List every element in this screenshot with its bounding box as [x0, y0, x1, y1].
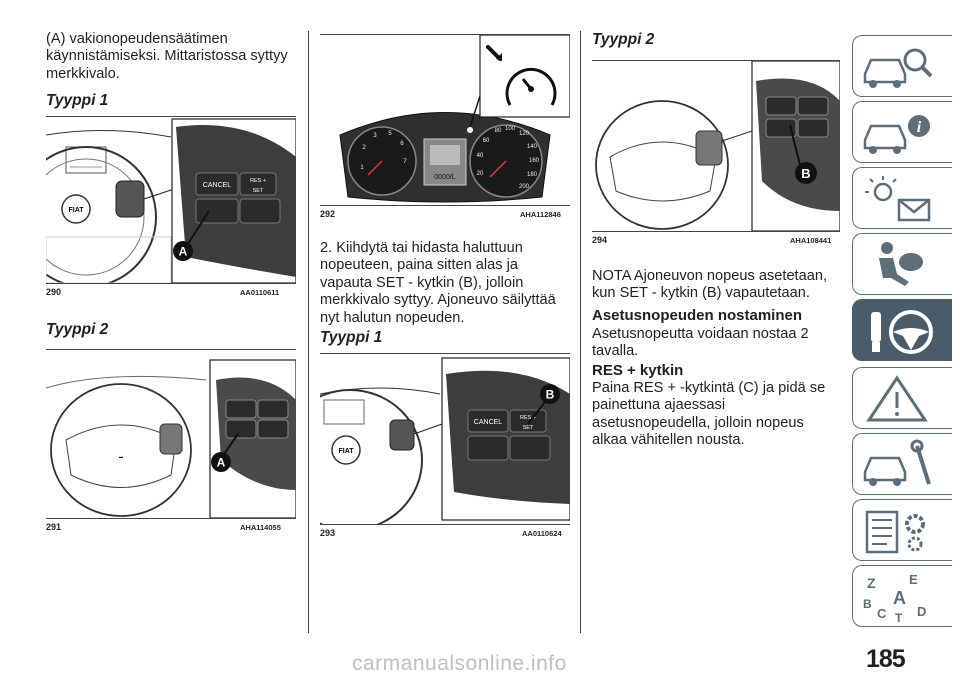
- svg-text:120: 120: [519, 131, 530, 137]
- callout-b: B: [801, 166, 810, 181]
- svg-text:160: 160: [529, 158, 540, 164]
- cancel-label: CANCEL: [474, 419, 503, 426]
- column-divider: [308, 31, 309, 633]
- tab-car-info[interactable]: i: [852, 101, 952, 163]
- figure-290: FIAT CANCEL RES + SET A: [46, 117, 296, 283]
- alphabet-index-icon: Z E A B C T D: [863, 572, 926, 624]
- steering-key-icon: [871, 310, 933, 354]
- heading-res: RES + kytkin: [592, 362, 684, 379]
- fiat-logo: FIAT: [68, 207, 84, 214]
- heading-increase: Asetusnopeuden nostaminen: [592, 307, 803, 324]
- figure-code: AHA108441: [790, 236, 832, 245]
- car-search-icon: [863, 48, 933, 88]
- svg-text:1: 1: [360, 165, 364, 171]
- svg-text:140: 140: [527, 144, 538, 150]
- res-label: RES +: [520, 415, 536, 421]
- res-label: RES +: [250, 178, 266, 184]
- odometer: 0000/L: [434, 174, 456, 181]
- heading-type2: Tyyppi 2: [46, 321, 109, 338]
- divider: [320, 34, 570, 35]
- divider: [46, 116, 296, 117]
- car-info-icon: i: [863, 115, 930, 154]
- tab-specs[interactable]: [852, 499, 952, 561]
- figure-291: ▬ A: [46, 350, 296, 518]
- fiat-logo: FIAT: [338, 448, 354, 455]
- index-letter: D: [917, 604, 926, 619]
- car-tools-icon: [863, 439, 931, 486]
- tab-airbag[interactable]: [852, 233, 952, 295]
- figure-number: 291: [46, 522, 62, 532]
- watermark: carmanualsonline.info: [352, 652, 567, 675]
- callout-b: B: [546, 388, 555, 402]
- figure-number: 292: [320, 209, 336, 219]
- tab-car-search[interactable]: [852, 35, 952, 97]
- figure-code: AA0110624: [522, 529, 562, 538]
- divider: [320, 353, 570, 354]
- svg-text:▬: ▬: [119, 454, 123, 459]
- airbag-icon: [879, 242, 923, 286]
- heading-type1: Tyyppi 1: [46, 92, 109, 109]
- index-letter: Z: [867, 575, 876, 591]
- heading-type2: Tyyppi 2: [592, 31, 655, 48]
- tab-car-tools[interactable]: [852, 433, 952, 495]
- svg-text:3: 3: [373, 133, 377, 139]
- page-number: 185: [866, 645, 906, 673]
- index-letter: C: [877, 606, 887, 621]
- tab-steering-key[interactable]: [852, 299, 952, 361]
- figure-code: AHA112846: [520, 210, 561, 219]
- svg-text:200: 200: [519, 184, 530, 190]
- figure-293: FIAT CANCEL RES + SET B: [320, 354, 570, 524]
- svg-text:6: 6: [400, 141, 404, 147]
- svg-text:5: 5: [388, 131, 392, 137]
- svg-text:180: 180: [527, 172, 538, 178]
- column-divider: [580, 31, 581, 633]
- res-text: Paina RES + -kytkintä (C) ja pidä se pai…: [592, 380, 826, 449]
- figure-code: AHA114055: [240, 523, 281, 532]
- step-2-text: 2. Kiihdytä tai hidasta haluttuun nopeut…: [320, 240, 556, 326]
- figure-code: AA0110611: [240, 288, 280, 297]
- svg-text:2: 2: [362, 145, 366, 151]
- svg-text:80: 80: [495, 128, 502, 134]
- note-text: NOTA Ajoneuvon nopeus asetetaan, kun SET…: [592, 268, 828, 302]
- increase-text: Asetusnopeutta voidaan nostaa 2 tavalla.: [592, 326, 809, 360]
- divider: [592, 60, 840, 61]
- figure-294: B: [592, 61, 840, 231]
- index-letter: B: [863, 597, 872, 611]
- set-label: SET: [523, 425, 534, 431]
- svg-text:20: 20: [477, 171, 484, 177]
- svg-text:7: 7: [403, 159, 407, 165]
- set-label: SET: [253, 188, 264, 194]
- figure-number: 290: [46, 287, 62, 297]
- index-letter: E: [909, 572, 918, 587]
- divider: [320, 524, 570, 525]
- figure-number: 293: [320, 528, 336, 538]
- tab-warning-triangle[interactable]: [852, 367, 952, 429]
- svg-text:60: 60: [483, 138, 490, 144]
- divider: [46, 518, 296, 519]
- index-letter: T: [895, 611, 903, 624]
- svg-text:40: 40: [477, 153, 484, 159]
- index-letter: A: [893, 588, 906, 608]
- figure-number: 294: [592, 235, 608, 245]
- cancel-label: CANCEL: [203, 182, 232, 189]
- tab-warning-lights[interactable]: [852, 167, 952, 229]
- callout-a: A: [217, 456, 226, 470]
- divider: [592, 231, 840, 232]
- svg-text:i: i: [917, 119, 922, 136]
- divider: [46, 283, 296, 284]
- intro-text: (A) vakionopeudensäätimen käynnistämisek…: [46, 31, 288, 82]
- warning-triangle-icon: [866, 375, 928, 422]
- divider: [320, 205, 570, 206]
- warning-lights-icon: [865, 176, 931, 222]
- tab-alphabet-index[interactable]: Z E A B C T D: [852, 565, 952, 627]
- svg-text:100: 100: [505, 126, 516, 132]
- specs-gear-icon: [865, 510, 925, 554]
- heading-type1: Tyyppi 1: [320, 329, 383, 346]
- divider: [46, 349, 296, 350]
- callout-a: A: [179, 245, 188, 259]
